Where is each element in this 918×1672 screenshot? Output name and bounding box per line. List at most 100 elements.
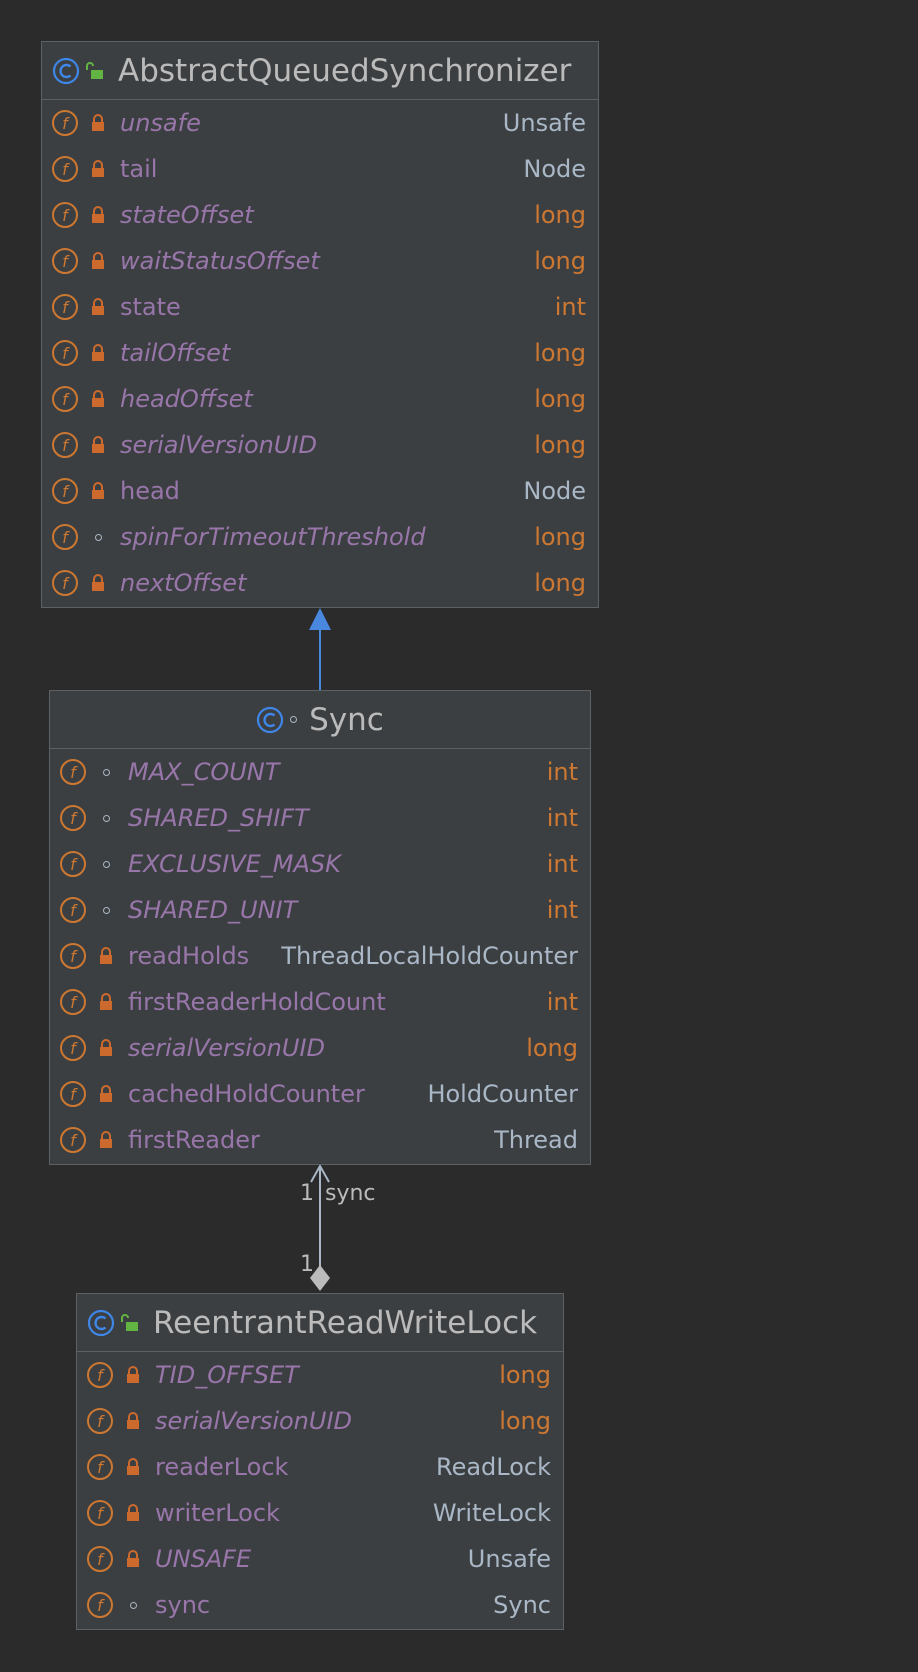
field-name: serialVersionUID (128, 1034, 326, 1062)
field-type: long (526, 1034, 578, 1062)
field-row[interactable]: f TID_OFFSET long (77, 1352, 563, 1398)
lock-icon (92, 206, 104, 223)
field-icon: f (52, 386, 78, 412)
private-lock-icon (88, 160, 108, 178)
lock-icon (92, 114, 104, 131)
private-lock-icon (88, 206, 108, 224)
field-icon: f (60, 989, 86, 1015)
field-icon: f (60, 1081, 86, 1107)
private-lock-icon (123, 1504, 143, 1522)
field-type: long (499, 1407, 551, 1435)
field-icon: f (87, 1454, 113, 1480)
class-header[interactable]: AbstractQueuedSynchronizer (42, 42, 598, 100)
source-multiplicity: 1 (300, 1252, 314, 1277)
field-icon: f (60, 897, 86, 923)
field-icon: f (87, 1546, 113, 1572)
field-name: spinForTimeoutThreshold (120, 523, 426, 551)
field-icon: f (52, 202, 78, 228)
class-header[interactable]: ReentrantReadWriteLock (77, 1294, 563, 1352)
package-visibility-icon (123, 1601, 143, 1609)
field-name: firstReaderHoldCount (128, 988, 386, 1016)
private-lock-icon (96, 1131, 116, 1149)
field-type: int (546, 850, 578, 878)
field-type: long (534, 201, 586, 229)
field-icon: f (60, 805, 86, 831)
class-header[interactable]: Sync (50, 691, 590, 749)
field-icon: f (60, 851, 86, 877)
lock-icon (92, 390, 104, 407)
field-icon: f (52, 524, 78, 550)
field-name: TID_OFFSET (155, 1361, 299, 1389)
field-name: headOffset (120, 385, 253, 413)
private-lock-icon (88, 252, 108, 270)
private-lock-icon (88, 482, 108, 500)
lock-icon (127, 1412, 139, 1429)
field-type: ThreadLocalHoldCounter (281, 942, 578, 970)
private-lock-icon (96, 1039, 116, 1057)
private-lock-icon (96, 1085, 116, 1103)
field-type: Node (523, 477, 586, 505)
field-type: long (534, 247, 586, 275)
package-visibility-icon (96, 768, 116, 776)
class-icon (256, 706, 284, 734)
package-visibility-icon (88, 533, 108, 541)
lock-icon (92, 252, 104, 269)
lock-icon (92, 298, 104, 315)
private-lock-icon (123, 1458, 143, 1476)
public-unlock-icon (119, 1312, 141, 1334)
field-icon: f (87, 1362, 113, 1388)
field-icon: f (60, 1127, 86, 1153)
field-name: tailOffset (120, 339, 231, 367)
field-name: UNSAFE (155, 1545, 252, 1573)
field-icon: f (52, 478, 78, 504)
private-lock-icon (88, 344, 108, 362)
field-type: Thread (494, 1126, 578, 1154)
field-name: sync (155, 1591, 211, 1619)
private-lock-icon (88, 298, 108, 316)
public-unlock-icon (84, 60, 106, 82)
lock-icon (92, 482, 104, 499)
association-role-label: sync (325, 1181, 376, 1206)
field-type: long (499, 1361, 551, 1389)
field-name: MAX_COUNT (128, 758, 280, 786)
field-type: HoldCounter (427, 1080, 578, 1108)
field-type: int (554, 293, 586, 321)
lock-icon (92, 436, 104, 453)
field-name: SHARED_UNIT (128, 896, 298, 924)
package-visibility-icon (96, 814, 116, 822)
lock-icon (100, 1085, 112, 1102)
private-lock-icon (88, 390, 108, 408)
field-name: tail (120, 155, 158, 183)
lock-icon (127, 1366, 139, 1383)
field-icon: f (52, 570, 78, 596)
class-icon (52, 57, 80, 85)
